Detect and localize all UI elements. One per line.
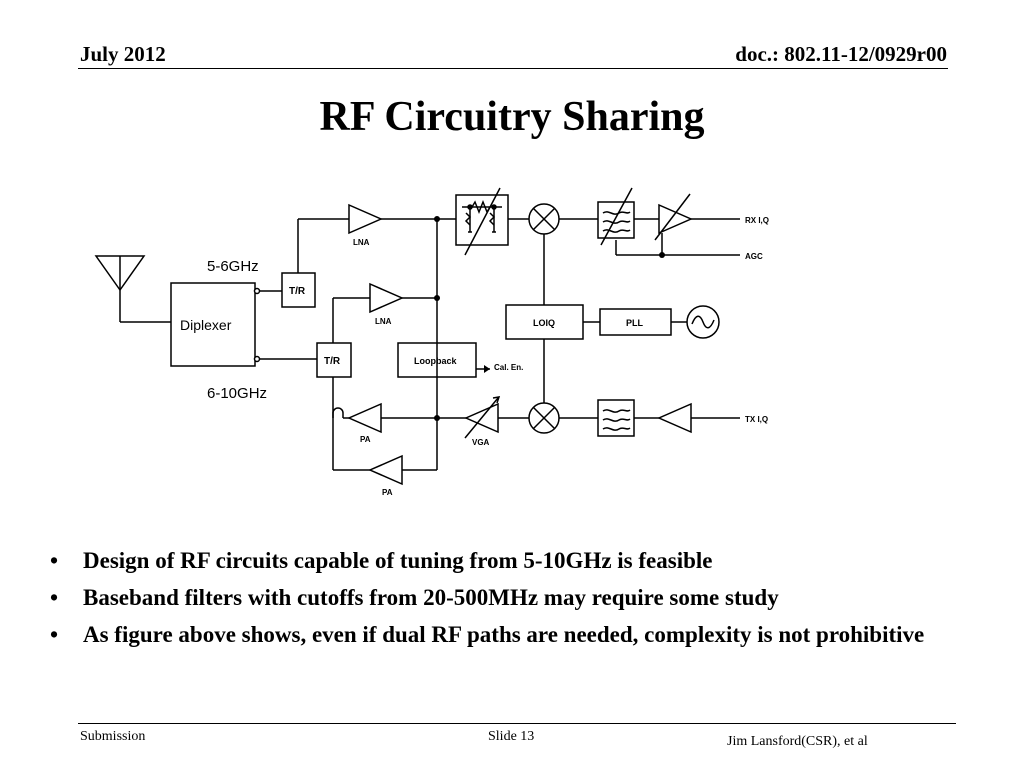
bullet-list: •Design of RF circuits capable of tuning…	[50, 545, 970, 656]
lna-top-label: LNA	[353, 238, 370, 247]
band-low-label: 5-6GHz	[207, 258, 259, 275]
bullet-item: •Baseband filters with cutoffs from 20-5…	[50, 585, 779, 610]
rx-amp-icon	[658, 203, 693, 235]
rx-mixer-icon	[528, 203, 560, 235]
loiq-label: LOIQ	[533, 318, 555, 328]
lna-bottom-icon	[369, 282, 404, 314]
band-high-label: 6-10GHz	[207, 385, 267, 402]
pa-top-icon	[347, 402, 382, 434]
antenna-icon	[94, 255, 171, 323]
pa-bottom-icon	[368, 454, 403, 486]
tr-bottom-label: T/R	[324, 356, 341, 367]
footer-divider	[78, 723, 956, 724]
cal-enable-label: Cal. En.	[494, 363, 523, 372]
bullet-item: •As figure above shows, even if dual RF …	[50, 622, 925, 647]
diplexer-label: Diplexer	[180, 317, 232, 333]
lna-bottom-label: LNA	[375, 317, 392, 326]
attenuator-block	[455, 194, 509, 246]
footer-author: Jim Lansford(CSR), et al	[727, 734, 868, 749]
slide-title: RF Circuitry Sharing	[319, 94, 705, 140]
footer-slide-number: Slide 13	[488, 729, 535, 744]
bullet-item: •Design of RF circuits capable of tuning…	[50, 548, 713, 573]
tx-filter-icon	[597, 399, 635, 437]
rx-output-label: RX I,Q	[745, 216, 769, 225]
tr-top-label: T/R	[289, 286, 306, 297]
pa-top-label: PA	[360, 435, 371, 444]
header-doc-id: doc.: 802.11-12/0929r00	[735, 42, 947, 66]
rf-block-diagram: 5-6GHz 6-10GHz Diplexer T/R T/R LNA LNA …	[94, 187, 769, 497]
oscillator-icon	[686, 305, 720, 339]
tx-mixer-icon	[528, 402, 560, 434]
loopback-block	[397, 342, 477, 378]
rx-filter-icon	[597, 187, 635, 246]
tr-switch-bottom	[316, 342, 352, 378]
footer-submission: Submission	[80, 729, 146, 744]
pa-bottom-label: PA	[382, 488, 393, 497]
pll-label: PLL	[626, 318, 644, 328]
agc-label: AGC	[745, 252, 763, 261]
tx-input-label: TX I,Q	[745, 415, 768, 424]
diplexer-block	[170, 282, 256, 367]
header-date: July 2012	[80, 42, 166, 66]
loopback-label: Loopback	[414, 356, 457, 366]
tx-amp-icon	[657, 402, 692, 434]
header-divider	[78, 68, 948, 69]
vga-label: VGA	[472, 438, 490, 447]
lna-top-icon	[348, 203, 383, 235]
